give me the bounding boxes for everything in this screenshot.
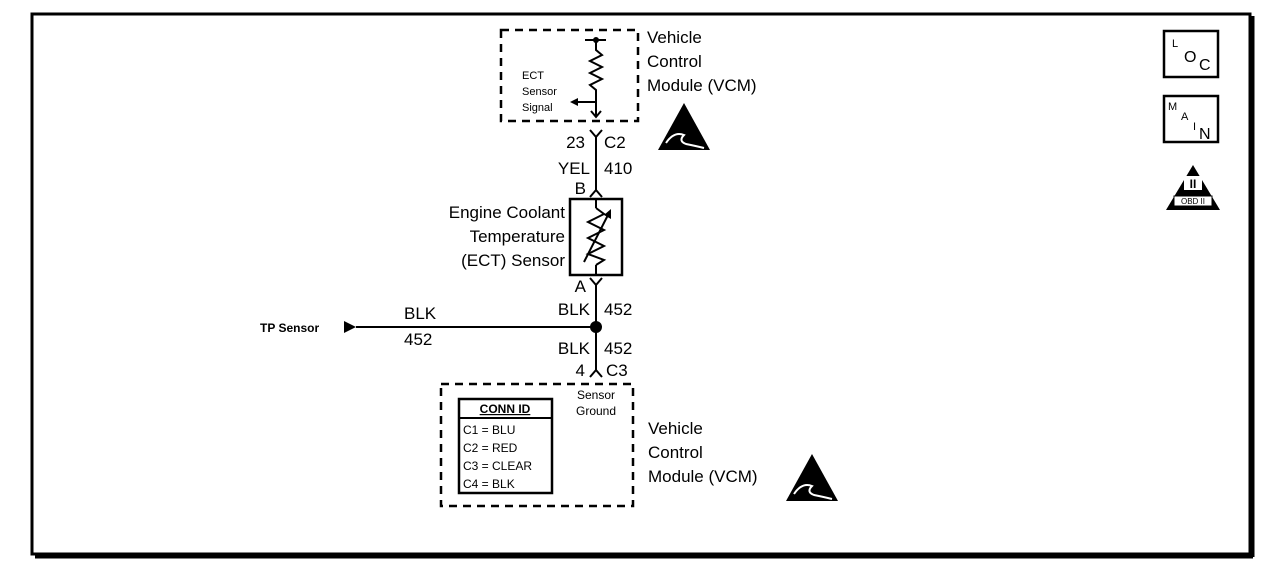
wire-upper-color: YEL [558, 159, 590, 178]
diagram-frame [30, 12, 1252, 556]
c3-pin: 4 [576, 361, 585, 380]
wire-upper-circuit: 410 [604, 159, 632, 178]
ect-signal-line3: Signal [522, 102, 553, 114]
sensor-label: Engine Coolant Temperature (ECT) Sensor [449, 203, 566, 270]
wire-mid-circuit: 452 [604, 300, 632, 319]
tp-sensor-label: TP Sensor [260, 321, 319, 335]
sensor-terminal-b: B [575, 179, 586, 198]
loc-icon-text: L [1172, 38, 1178, 50]
sensor-label-line1: Engine Coolant [449, 203, 566, 222]
tp-wire-color: BLK [404, 304, 437, 323]
loc-icon[interactable]: L O C [1162, 29, 1220, 79]
esd-warning-icon [786, 454, 838, 501]
vcm-bottom-box [439, 382, 635, 508]
svg-text:A: A [1181, 111, 1189, 123]
vcm-top-label: Vehicle Control Module (VCM) [647, 28, 757, 95]
vcm-bottom-label-line3: Module (VCM) [648, 467, 758, 486]
connector-c3: 4 C3 [576, 361, 628, 380]
conn-id-row-c3: C3 = CLEAR [463, 459, 532, 473]
vcm-bottom-label-line1: Vehicle [648, 419, 703, 438]
main-icon[interactable]: M A I N [1162, 94, 1220, 144]
obd-roman: II [1190, 177, 1197, 191]
c3-id: C3 [606, 361, 628, 380]
connector-c2: 23 C2 [566, 129, 626, 152]
ect-signal-label: ECT Sensor Signal [522, 70, 557, 114]
ect-signal-line1: ECT [522, 70, 544, 82]
vcm-top-box [499, 28, 640, 123]
vcm-bottom-label: Vehicle Control Module (VCM) [648, 419, 758, 486]
c2-pin: 23 [566, 133, 585, 152]
vcm-bottom-label-line2: Control [648, 443, 703, 462]
sensor-ground-line1: Sensor [577, 388, 615, 402]
svg-text:M: M [1168, 101, 1177, 113]
sensor-ground-label: Sensor Ground [576, 388, 616, 418]
obd-label: OBD II [1181, 197, 1205, 206]
tp-sensor-branch: TP Sensor BLK 452 [260, 304, 596, 349]
conn-id-row-c2: C2 = RED [463, 441, 518, 455]
wire-mid-color: BLK [558, 300, 591, 319]
svg-text:N: N [1199, 126, 1211, 143]
svg-text:I: I [1193, 121, 1196, 133]
conn-id-table: CONN ID C1 = BLU C2 = RED C3 = CLEAR C4 … [457, 397, 554, 495]
tp-wire-circuit: 452 [404, 330, 432, 349]
conn-id-row-c1: C1 = BLU [463, 423, 515, 437]
conn-id-row-c4: C4 = BLK [463, 477, 515, 491]
esd-warning-icon [658, 103, 710, 150]
ect-signal-line2: Sensor [522, 86, 557, 98]
vcm-top-label-line3: Module (VCM) [647, 76, 757, 95]
sensor-label-line2: Temperature [470, 227, 565, 246]
obd-ii-icon[interactable]: II OBD II [1166, 165, 1220, 210]
vcm-pullup-resistor [570, 37, 606, 119]
thermistor-icon [583, 199, 611, 275]
sensor-label-line3: (ECT) Sensor [461, 251, 565, 270]
sensor-ground-line2: Ground [576, 404, 616, 418]
tp-arrow-icon [344, 321, 356, 333]
conn-id-header: CONN ID [480, 402, 531, 416]
wire-lower-circuit: 452 [604, 339, 632, 358]
c2-id: C2 [604, 133, 626, 152]
svg-text:C: C [1199, 57, 1211, 74]
wire-lower-color: BLK [558, 339, 591, 358]
vcm-top-label-line1: Vehicle [647, 28, 702, 47]
svg-text:O: O [1184, 49, 1196, 66]
sensor-terminal-a: A [575, 277, 587, 296]
vcm-top-label-line2: Control [647, 52, 702, 71]
